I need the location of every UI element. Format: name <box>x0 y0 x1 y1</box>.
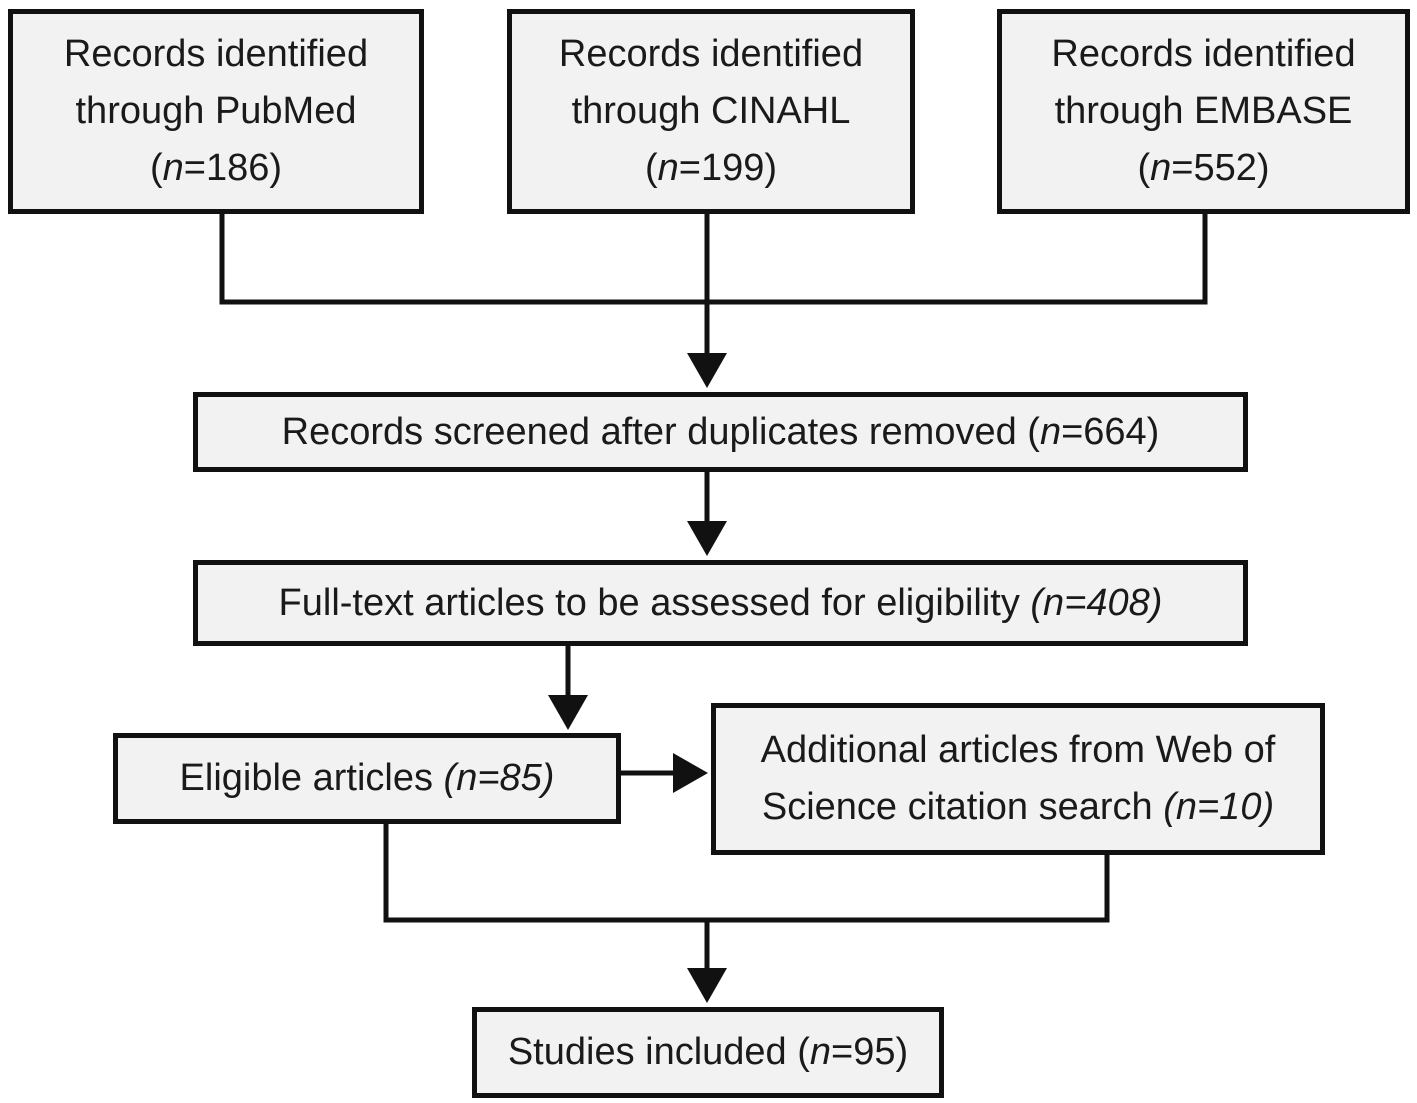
additional-line-1: Additional articles from Web of <box>760 729 1276 771</box>
cinahl-count-n: n <box>657 147 679 189</box>
embase-count-n: n <box>1150 147 1172 189</box>
additional-box: Additional articles from Web of Science … <box>711 703 1325 855</box>
cinahl-count-open: ( <box>644 147 658 189</box>
pubmed-box: Records identified through PubMed (n=186… <box>8 9 424 214</box>
screened-box: Records screened after duplicates remove… <box>193 392 1248 472</box>
included-text: Studies included ( <box>507 1031 810 1073</box>
additional-line-2-text: Science citation search <box>761 786 1164 828</box>
embase-count-value: =552) <box>1171 147 1270 189</box>
embase-box: Records identified through EMBASE (n=552… <box>997 9 1410 214</box>
cinahl-line-2: through CINAHL <box>571 90 851 132</box>
fulltext-box: Full-text articles to be assessed for el… <box>193 560 1248 646</box>
included-label: Studies included (n=95) <box>508 1024 908 1081</box>
eligible-label: Eligible articles (n=85) <box>180 750 555 807</box>
embase-count: (n=552) <box>1051 140 1355 197</box>
cinahl-count-value: =199) <box>678 147 778 189</box>
screened-text: Records screened after duplicates remove… <box>281 410 1040 453</box>
additional-line-2: Science citation search (n=10) <box>761 779 1276 836</box>
included-value: =95) <box>831 1031 909 1073</box>
eligible-count: (n=85) <box>443 757 555 799</box>
embase-line-2: through EMBASE <box>1054 90 1353 132</box>
included-n: n <box>809 1031 832 1073</box>
screened-n: n <box>1039 410 1062 453</box>
fulltext-count: (n=408) <box>1030 581 1163 624</box>
cinahl-box: Records identified through CINAHL (n=199… <box>507 9 915 214</box>
pubmed-line-2: through PubMed <box>75 90 357 132</box>
screened-label: Records screened after duplicates remove… <box>282 404 1160 461</box>
cinahl-line-1: Records identified <box>558 33 864 75</box>
included-box: Studies included (n=95) <box>472 1007 944 1098</box>
pubmed-count-value: =186) <box>183 147 283 189</box>
merge-line-eligible-additional <box>383 822 1110 923</box>
pubmed-count-open: ( <box>149 147 163 189</box>
cinahl-count: (n=199) <box>559 140 863 197</box>
screened-value: =664) <box>1061 410 1160 453</box>
eligible-box: Eligible articles (n=85) <box>113 733 621 824</box>
fulltext-text: Full-text articles to be assessed for el… <box>278 581 1031 624</box>
merge-line-sources <box>219 213 1208 305</box>
embase-line-1: Records identified <box>1051 33 1356 75</box>
pubmed-count: (n=186) <box>64 140 368 197</box>
eligible-text: Eligible articles <box>179 757 444 799</box>
additional-count: (n=10) <box>1163 786 1275 828</box>
embase-count-open: ( <box>1137 147 1151 189</box>
fulltext-label: Full-text articles to be assessed for el… <box>279 575 1163 632</box>
pubmed-count-n: n <box>162 147 184 189</box>
pubmed-line-1: Records identified <box>63 33 369 75</box>
